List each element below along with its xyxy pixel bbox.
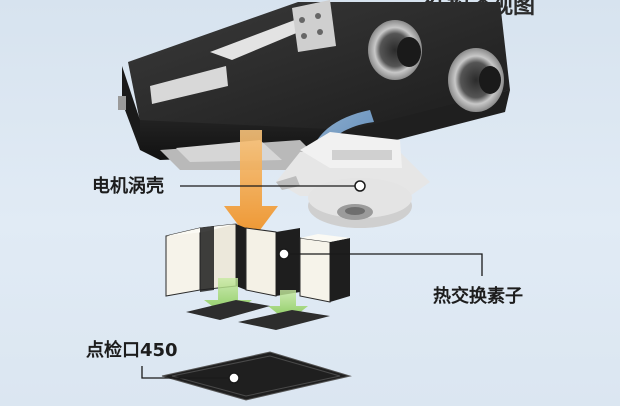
- label-motor-housing: 电机涡壳: [92, 176, 164, 197]
- duct-right: [448, 48, 504, 112]
- label-heat-exchange-element: 热交换素子: [433, 286, 523, 307]
- filter-left: [186, 300, 270, 320]
- duct-left: [368, 20, 422, 80]
- label-inspection-port: 点检口450: [86, 340, 178, 361]
- heat-exchange-elements: [165, 223, 350, 303]
- motor-housing: [276, 132, 430, 228]
- leader-motor-housing: [180, 180, 366, 192]
- leader-inspection-port: [141, 366, 240, 384]
- leader-heat-exchange: [278, 248, 483, 276]
- inspection-port-panel: [161, 351, 352, 401]
- filter-right: [238, 310, 330, 330]
